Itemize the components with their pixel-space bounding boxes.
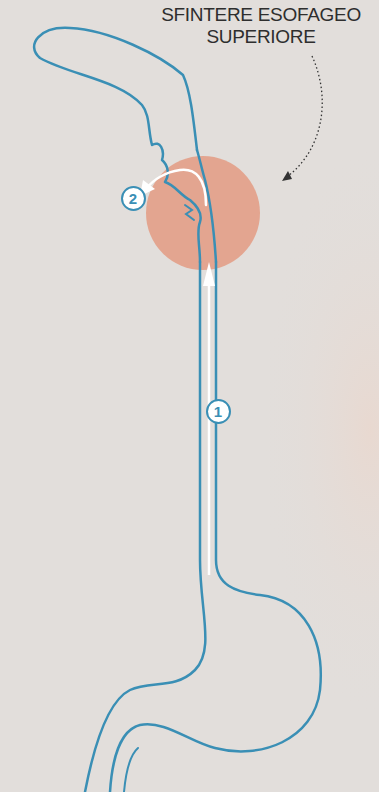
callout-circle: 2 <box>121 186 146 211</box>
duodenum-line <box>124 748 138 792</box>
pharynx-outline <box>34 28 201 262</box>
part-label: SFINTERE ESOFAGEO SUPERIORE <box>143 4 379 48</box>
face-shadow <box>260 140 379 720</box>
callout-circle: 1 <box>206 399 231 424</box>
leader-line <box>288 56 322 176</box>
esophagus-right-wall <box>110 262 321 792</box>
esophagus-left-wall <box>85 262 205 792</box>
callout-number: 1 <box>214 403 222 420</box>
leader-arrow-head <box>282 171 292 181</box>
reflux-arrow-head <box>203 262 215 286</box>
regurgitation-arrow <box>147 170 206 205</box>
epiglottis-detail <box>185 205 194 220</box>
reflux-arrow-shaft <box>208 282 211 575</box>
callout-number: 2 <box>129 190 137 207</box>
